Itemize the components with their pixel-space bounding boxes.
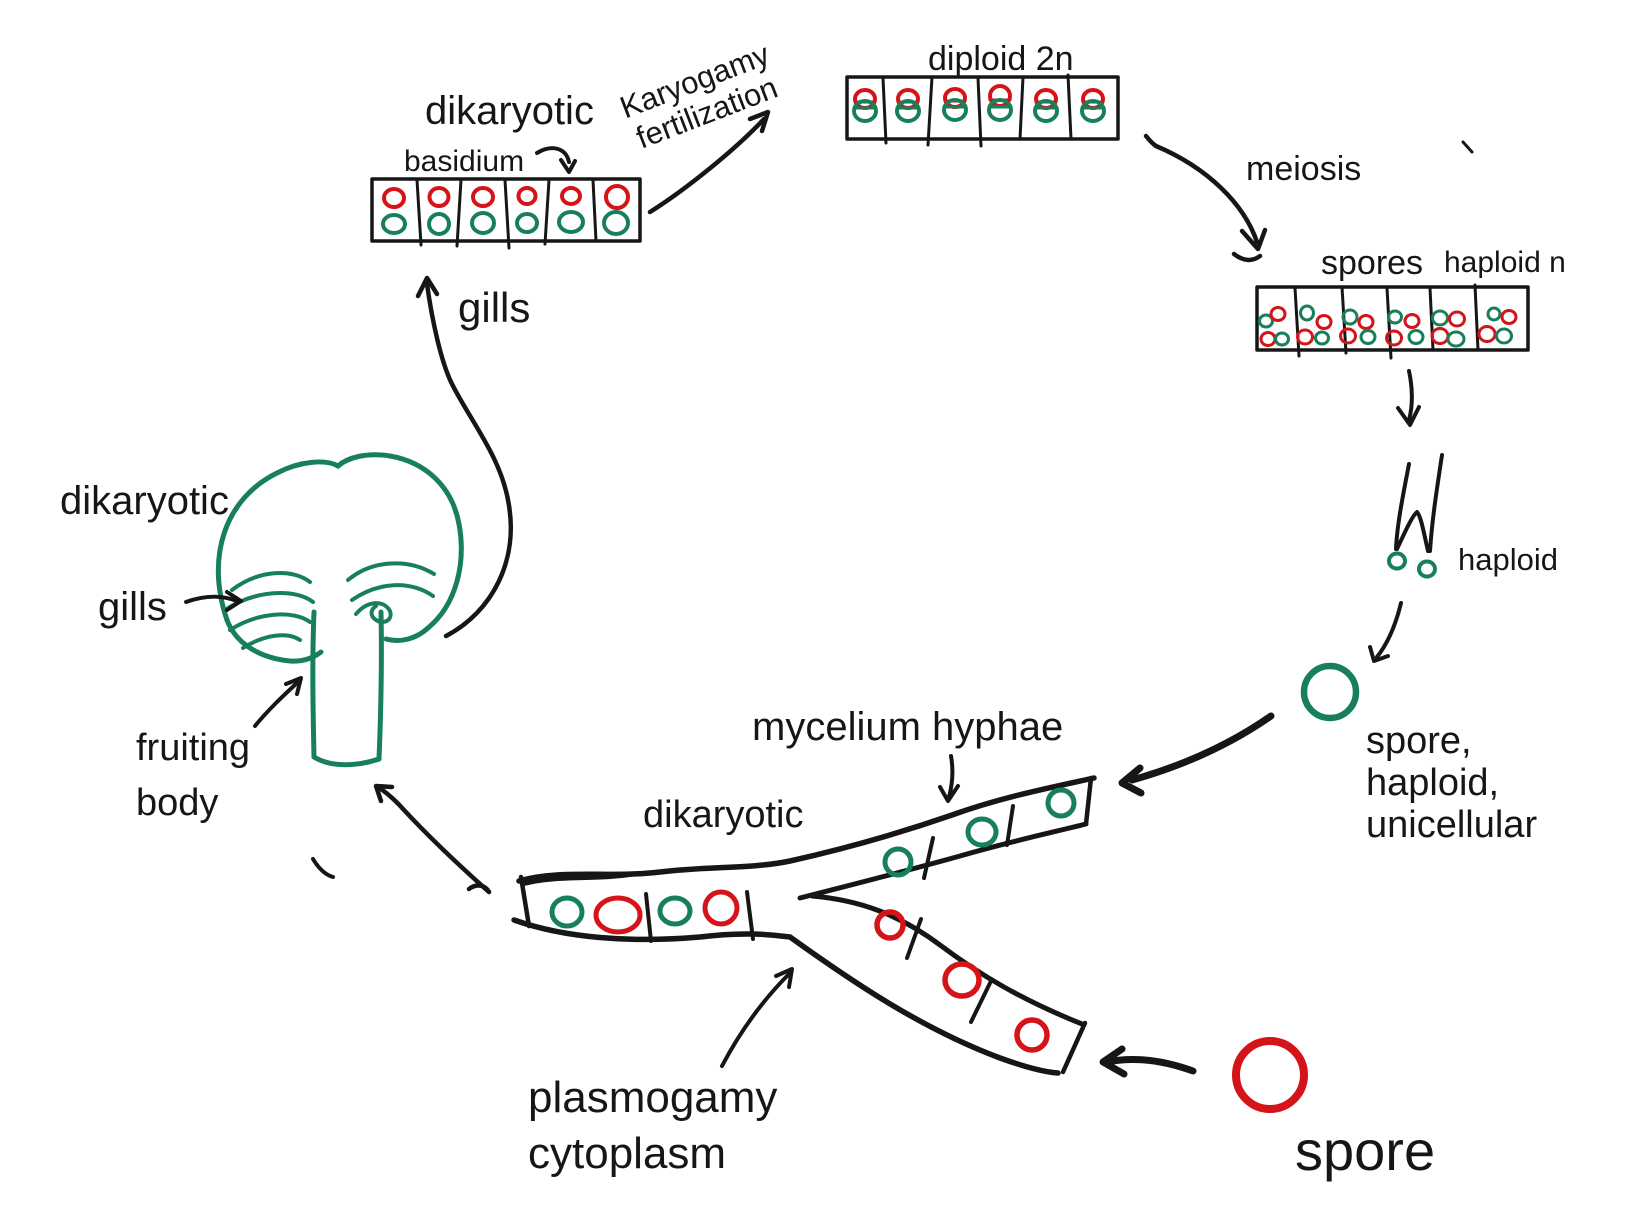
hypha-lower-tip-cap	[1060, 1020, 1088, 1075]
sterigma-spore-green-1	[1387, 551, 1407, 571]
mycelium-group: mycelium hyphae dikaryotic	[311, 705, 1097, 1076]
arrow-to-green-spore	[1368, 601, 1403, 663]
meiosis-group: meiosis	[1143, 133, 1474, 263]
diploid-row-outline	[845, 75, 1120, 141]
diploid-row-group: diploid 2n	[845, 40, 1120, 148]
spore-row-group: spores haploid n	[1255, 244, 1566, 360]
hypha-left-end-cap	[518, 874, 532, 929]
basidium-red-nuclei	[382, 184, 630, 210]
spore-row-outline	[1255, 285, 1530, 352]
plasmogamy-group: plasmogamy cytoplasm	[528, 967, 794, 1178]
dikaryotic-hypha-label: dikaryotic	[643, 794, 804, 836]
basidium-row	[370, 177, 642, 250]
meiosis-label: meiosis	[1246, 150, 1361, 188]
hypha-septa	[644, 804, 1015, 1024]
green-spore-caption-3: unicellular	[1366, 804, 1537, 846]
fruiting-body-pointer-arrow	[253, 676, 303, 728]
dikaryotic-hypha-nuclei	[549, 889, 740, 935]
mushroom-drawing	[215, 452, 464, 768]
plasmogamy-label: plasmogamy	[528, 1073, 777, 1122]
red-spore-icon	[1232, 1037, 1308, 1113]
basidium-green-nuclei	[381, 210, 630, 236]
mushroom-group: dikaryotic gills fr	[60, 452, 464, 824]
red-spore-label: spore	[1295, 1119, 1435, 1182]
diploid-fused-nuclei	[852, 84, 1106, 123]
dikaryotic-mushroom-label: dikaryotic	[60, 479, 229, 523]
basidium-row-outline	[370, 177, 642, 243]
mushroom-cap	[215, 452, 464, 631]
sterigma-spore-green-2	[1417, 559, 1437, 579]
sterigmata-drawing	[1387, 453, 1444, 579]
mushroom-gill-arcs	[223, 561, 436, 650]
basidium-label: basidium	[404, 145, 524, 178]
dikaryotic-basidium-label: dikaryotic	[425, 89, 594, 133]
basidium-pointer-arrow	[535, 146, 577, 174]
mushroom-stem	[310, 609, 384, 768]
basidium-section: dikaryotic basidium	[370, 89, 642, 639]
lower-branch-red-nuclei	[874, 909, 1050, 1053]
spore-row-nuclei	[1258, 304, 1518, 348]
haploid-n-label: haploid n	[1444, 246, 1566, 279]
green-spore-to-hypha-arrow	[1118, 712, 1275, 797]
red-spore-to-hypha-arrow	[1099, 1045, 1197, 1078]
hypha-upper-tip-cap	[1083, 775, 1094, 827]
gills-to-basidium-arrow	[415, 275, 514, 639]
fruiting-body-label-1: fruiting	[136, 727, 250, 769]
sterigmata-group: haploid	[1368, 369, 1558, 663]
hypha-tubes	[511, 775, 1097, 1076]
green-spore-icon	[1300, 662, 1360, 722]
mycelium-hyphae-label: mycelium hyphae	[752, 705, 1063, 749]
diploid-2n-label: diploid 2n	[928, 40, 1074, 78]
spores-label: spores	[1321, 244, 1423, 282]
diploid-row-dividers	[881, 73, 1073, 148]
karyogamy-arrow	[647, 109, 771, 215]
haploid-label: haploid	[1458, 542, 1558, 577]
stray-tick-mark	[1461, 140, 1474, 154]
basidium-row-dividers	[415, 178, 598, 250]
small-dash-stroke	[311, 857, 335, 879]
plasmogamy-arrow	[720, 967, 794, 1068]
mycelium-pointer-arrow	[938, 754, 960, 803]
gills-top-label: gills	[458, 284, 530, 331]
down-arrow	[1396, 369, 1421, 427]
upper-branch-green-nuclei	[882, 787, 1077, 878]
hypha-to-fruiting-body-arrow	[373, 783, 492, 895]
green-spore-caption-2: haploid,	[1366, 762, 1499, 804]
green-spore-group: spore, haploid, unicellular	[1118, 662, 1537, 846]
gills-pointer-arrow	[184, 590, 243, 612]
cytoplasm-label: cytoplasm	[528, 1129, 726, 1178]
gills-mushroom-label: gills	[98, 585, 167, 629]
red-spore-group: spore	[1099, 1037, 1435, 1182]
green-spore-caption-1: spore,	[1366, 720, 1472, 762]
fruiting-body-label-2: body	[136, 782, 218, 824]
meiosis-arrow	[1143, 133, 1268, 263]
